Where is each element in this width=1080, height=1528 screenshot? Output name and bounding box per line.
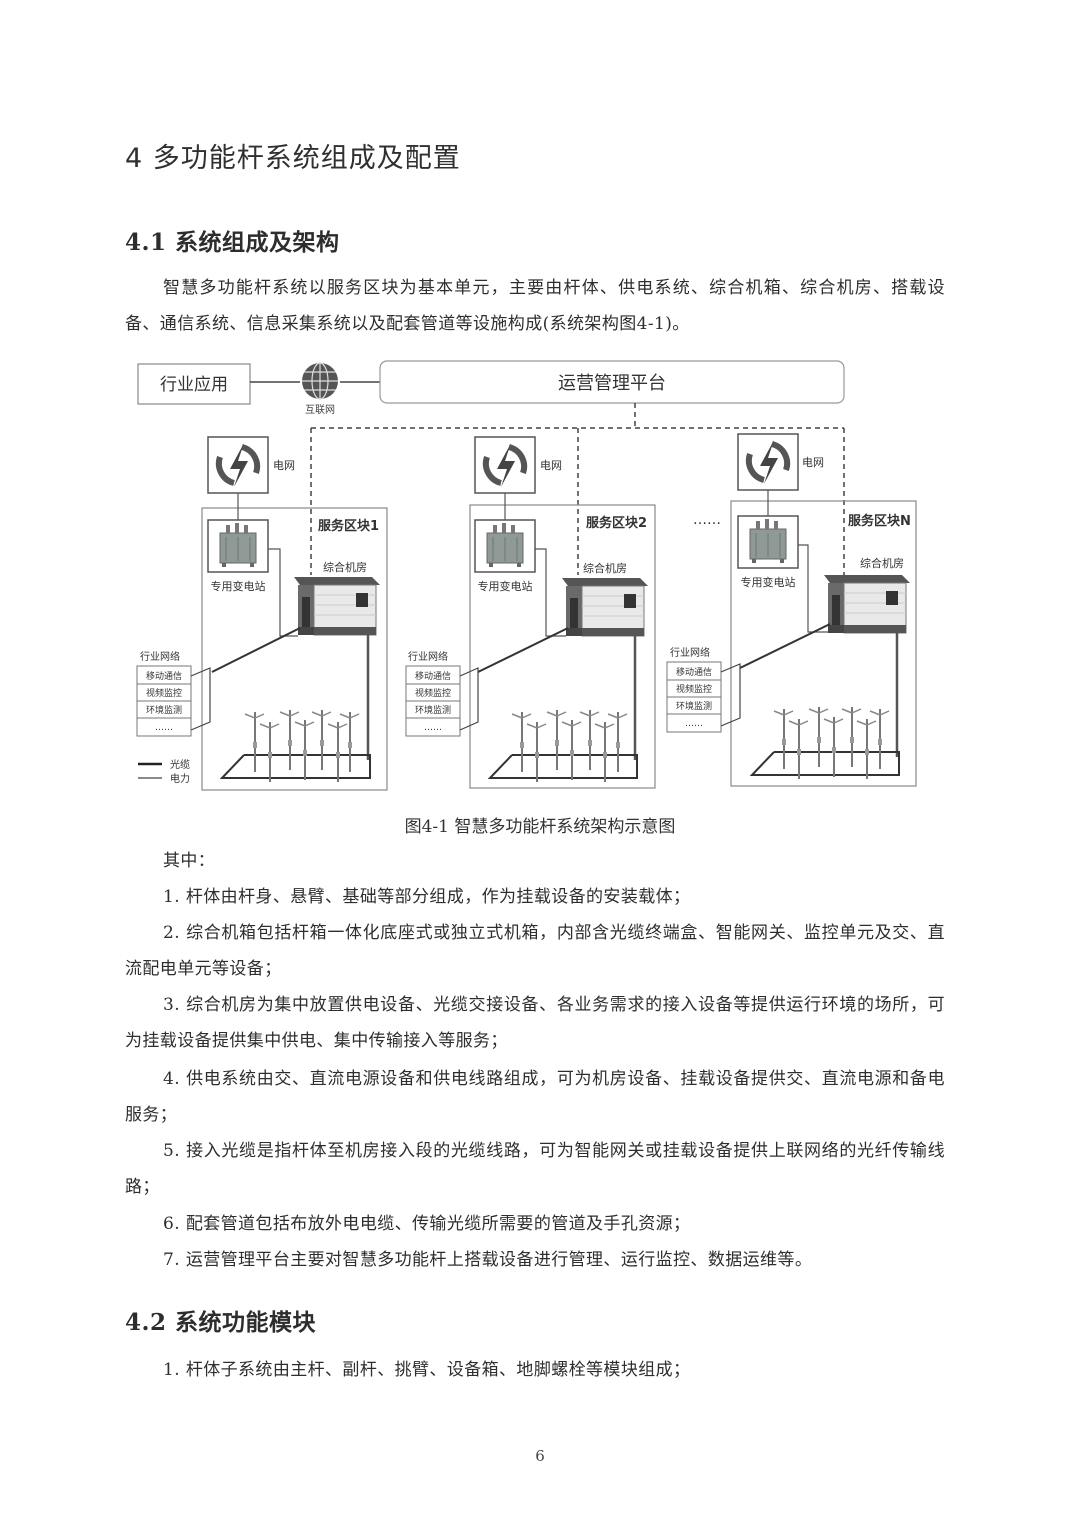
machine-room-icon	[561, 577, 649, 637]
svg-text:电网: 电网	[802, 456, 824, 469]
section-4-2-item-1: 1. 杆体子系统由主杆、副杆、挑臂、设备箱、地脚螺栓等模块组成；	[163, 1360, 691, 1380]
platform-box	[379, 360, 845, 404]
section-4-2-title: 4.2 系统功能模块	[125, 1309, 317, 1336]
list-item-3: 3. 综合机房为集中放置供电设备、光缆交接设备、各业务需求的接入设备等提供运行环…	[125, 995, 945, 1051]
svg-text:视频监控: 视频监控	[146, 687, 182, 699]
svg-text:行业网络: 行业网络	[140, 650, 180, 663]
svg-text:……: ……	[155, 723, 173, 733]
section-4-1-title: 4.1 系统组成及架构	[125, 229, 340, 256]
svg-text:移动通信: 移动通信	[415, 670, 451, 682]
svg-text:服务区块N: 服务区块N	[848, 513, 911, 529]
list-item-5: 5. 接入光缆是指杆体至机房接入段的光缆线路，可为智能网关或挂载设备提供上联网络…	[125, 1141, 945, 1197]
service-block-1: 电网 专用变电站 服务区块1 综合机房 行业网络 移动通信 视频监控 环境监测 …	[136, 436, 388, 791]
globe-icon	[302, 362, 338, 400]
service-block-2: 电网 专用变电站 服务区块2 综合机房 行业网络 移动通信 视频监控 环境监测 …	[405, 436, 656, 789]
svg-text:环境监测: 环境监测	[676, 700, 712, 712]
svg-text:专用变电站: 专用变电站	[741, 575, 796, 589]
list-item-1: 1. 杆体由杆身、悬臂、基础等部分组成，作为挂载设备的安装载体；	[163, 887, 691, 907]
svg-text:电网: 电网	[273, 459, 295, 472]
svg-text:视频监控: 视频监控	[676, 683, 712, 695]
svg-text:行业网络: 行业网络	[670, 646, 710, 659]
architecture-diagram: 行业应用 互联网 运营管理平台 …… 电网 专用变电站 服务区块1 综合机房	[136, 360, 917, 791]
list-item-7: 7. 运营管理平台主要对智慧多功能杆上搭载设备进行管理、运行监控、数据运维等。	[163, 1250, 813, 1270]
svg-text:光缆: 光缆	[170, 758, 190, 771]
list-item-6: 6. 配套管道包括布放外电电缆、传输光缆所需要的管道及手孔资源；	[163, 1214, 691, 1234]
svg-text:电网: 电网	[540, 459, 562, 472]
svg-text:……: ……	[685, 719, 703, 729]
svg-text:移动通信: 移动通信	[146, 670, 182, 682]
industry-app-label: 行业应用	[160, 375, 228, 395]
svg-text:……: ……	[424, 723, 442, 733]
list-intro: 其中：	[163, 851, 216, 871]
svg-text:移动通信: 移动通信	[676, 666, 712, 678]
svg-text:视频监控: 视频监控	[415, 687, 451, 699]
figure-caption: 图4-1 智慧多功能杆系统架构示意图	[404, 817, 676, 837]
platform-label: 运营管理平台	[558, 373, 666, 394]
blocks-ellipsis: ……	[693, 512, 721, 528]
svg-text:电力: 电力	[170, 772, 190, 785]
section-4-1-intro: 智慧多功能杆系统以服务区块为基本单元，主要由杆体、供电系统、综合机箱、综合机房、…	[125, 270, 945, 342]
svg-text:服务区块2: 服务区块2	[586, 515, 647, 531]
machine-room-icon	[293, 576, 381, 636]
list-item-4: 4. 供电系统由交、直流电源设备和供电线路组成，可为机房设备、挂载设备提供交、直…	[125, 1069, 945, 1125]
svg-text:服务区块1: 服务区块1	[318, 518, 379, 534]
machine-room-icon	[823, 574, 911, 634]
svg-text:综合机房: 综合机房	[583, 561, 627, 575]
svg-text:综合机房: 综合机房	[860, 556, 904, 570]
page-number: 6	[535, 1447, 545, 1465]
svg-text:综合机房: 综合机房	[323, 560, 367, 574]
legend: 光缆 电力	[138, 758, 190, 785]
internet-label: 互联网	[305, 404, 335, 416]
chapter-title: 4 多功能杆系统组成及配置	[125, 143, 461, 174]
svg-text:环境监测: 环境监测	[146, 704, 182, 716]
intro-text: 智慧多功能杆系统以服务区块为基本单元，主要由杆体、供电系统、综合机箱、综合机房、…	[125, 278, 945, 334]
svg-text:专用变电站: 专用变电站	[478, 579, 533, 593]
industry-app-box	[137, 363, 251, 405]
svg-text:环境监测: 环境监测	[415, 704, 451, 716]
svg-text:行业网络: 行业网络	[408, 650, 448, 663]
service-block-n: 电网 专用变电站 服务区块N 综合机房 行业网络 移动通信 视频监控 环境监测 …	[666, 433, 917, 787]
list-item-2: 2. 综合机箱包括杆箱一体化底座式或独立式机箱，内部含光缆终端盒、智能网关、监控…	[125, 923, 945, 979]
svg-text:专用变电站: 专用变电站	[211, 579, 266, 593]
